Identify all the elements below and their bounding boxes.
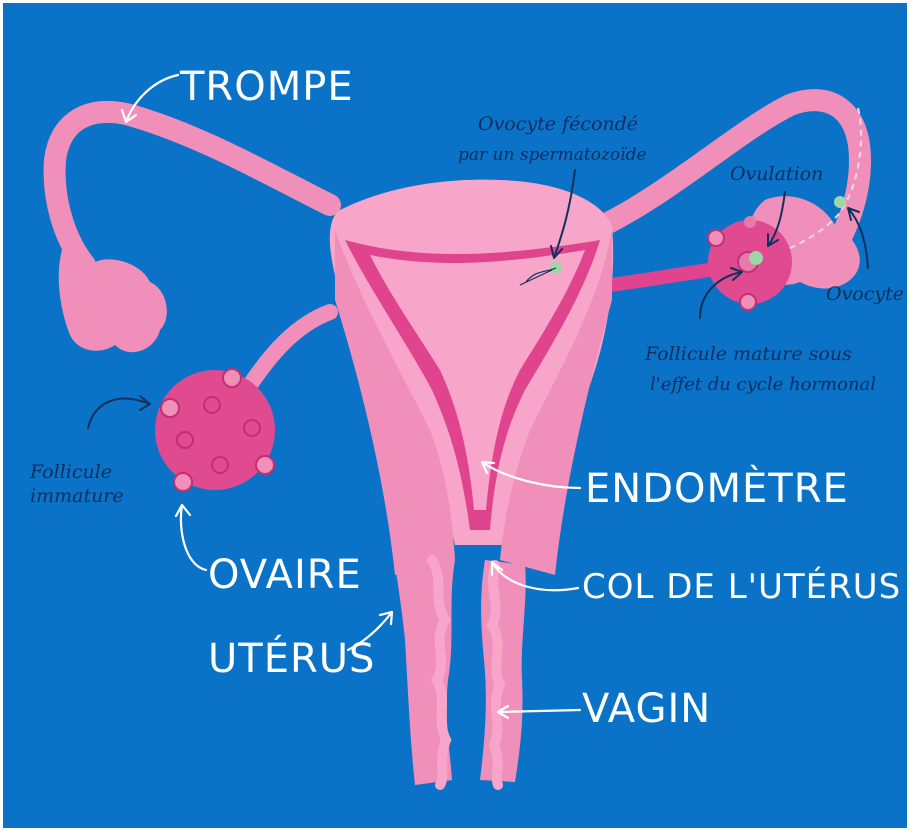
annotation-follicule-immature-line1: Follicule [29, 461, 112, 483]
annotation-follicule-mature-line1: Follicule mature sous [644, 343, 852, 365]
label-trompe: TROMPE [179, 64, 354, 110]
label-vagin: VAGIN [582, 686, 711, 732]
annotation-follicule-mature-line2: l'effet du cycle hormonal [650, 374, 876, 395]
ovulation-egg-icon [749, 251, 763, 265]
follicle-icon [161, 399, 179, 417]
follicle-icon [740, 294, 756, 310]
follicle-icon [223, 369, 241, 387]
annotation-ovocyte-feconde-line1: Ovocyte fécondé [478, 113, 638, 135]
follicle-icon [708, 230, 724, 246]
annotation-ovocyte: Ovocyte [826, 283, 904, 305]
label-endometre: ENDOMÈTRE [585, 464, 849, 512]
annotation-ovulation: Ovulation [730, 163, 823, 185]
annotation-ovocyte-feconde-line2: par un spermatozoïde [458, 145, 647, 165]
label-uterus: UTÉRUS [208, 634, 375, 682]
label-ovaire: OVAIRE [208, 552, 362, 598]
label-col: COL DE L'UTÉRUS [582, 566, 901, 607]
ovocyte-icon [834, 196, 846, 208]
annotation-follicule-immature-line2: immature [30, 485, 124, 507]
follicle-icon [174, 473, 192, 491]
left-ovary [155, 369, 275, 491]
follicle-icon [256, 456, 274, 474]
vaginal-rugae-right [492, 565, 500, 785]
